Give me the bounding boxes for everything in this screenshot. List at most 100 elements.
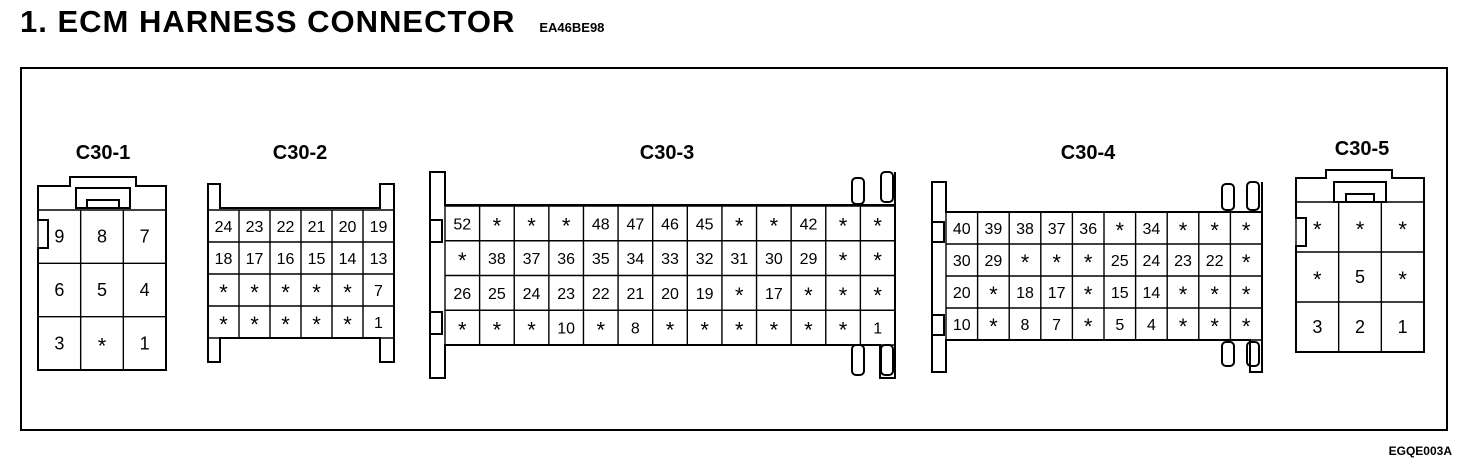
pin-unused: * <box>312 312 321 337</box>
pin-number: 2 <box>1355 317 1365 337</box>
pin-unused: * <box>666 318 675 343</box>
pin-number: 38 <box>488 251 506 268</box>
pin-unused: * <box>219 280 228 305</box>
diagram-frame <box>20 67 1448 431</box>
pin-unused: * <box>1116 218 1125 243</box>
pin-number: 13 <box>370 251 388 268</box>
pin-number: 8 <box>97 227 107 247</box>
pin-number: 39 <box>985 221 1003 238</box>
connector-c30-1: C30-1 9 8 7 6 5 4 3 * 1 <box>37 142 167 371</box>
pin-number: 7 <box>374 283 383 300</box>
pin-unused: * <box>343 312 352 337</box>
pin-unused: * <box>527 318 536 343</box>
pin-number: 5 <box>97 280 107 300</box>
document-code: EA46BE98 <box>539 20 605 35</box>
pin-number: 48 <box>592 216 610 233</box>
pin-number: 30 <box>953 253 971 270</box>
pin-number: 22 <box>277 219 295 236</box>
pin-unused: * <box>1179 282 1188 307</box>
pin-number: 15 <box>308 251 326 268</box>
pin-number: 33 <box>661 251 679 268</box>
pin-unused: * <box>1242 218 1251 243</box>
pin-grid: 9 8 7 6 5 4 3 * 1 <box>37 209 167 371</box>
pin-number: 3 <box>1312 317 1322 337</box>
pin-unused: * <box>804 318 813 343</box>
pin-number: 14 <box>1143 285 1161 302</box>
pin-number: 1 <box>140 333 150 353</box>
pin-number: 5 <box>1115 317 1124 334</box>
pin-number: 52 <box>453 216 471 233</box>
pin-number: 10 <box>953 317 971 334</box>
pin-number: 5 <box>1355 267 1365 287</box>
pin-unused: * <box>1210 218 1219 243</box>
pin-unused: * <box>527 213 536 238</box>
pin-unused: * <box>458 318 467 343</box>
pin-unused: * <box>458 248 467 273</box>
pin-number: 17 <box>765 286 783 303</box>
pin-number: 21 <box>308 219 326 236</box>
pin-number: 40 <box>953 221 971 238</box>
pin-unused: * <box>735 213 744 238</box>
pin-number: 36 <box>1079 221 1097 238</box>
pin-number: 4 <box>140 280 150 300</box>
pin-unused: * <box>343 280 352 305</box>
pin-number: 8 <box>1021 317 1030 334</box>
pin-number: 3 <box>54 333 64 353</box>
connector-label: C30-4 <box>1061 142 1116 164</box>
pin-number: 20 <box>661 286 679 303</box>
pin-number: 18 <box>1016 285 1034 302</box>
pin-number: 38 <box>1016 221 1034 238</box>
pin-number: 4 <box>1147 317 1156 334</box>
pin-number: 29 <box>985 253 1003 270</box>
pin-unused: * <box>989 314 998 339</box>
pin-unused: * <box>281 312 290 337</box>
pin-number: 10 <box>557 321 575 338</box>
connector-label: C30-5 <box>1335 138 1389 160</box>
pin-unused: * <box>1398 267 1407 292</box>
pin-unused: * <box>1210 314 1219 339</box>
pin-number: 21 <box>626 286 644 303</box>
pin-number: 22 <box>1206 253 1224 270</box>
pin-number: 36 <box>557 251 575 268</box>
pin-unused: * <box>839 213 848 238</box>
pin-unused: * <box>98 333 107 358</box>
pin-unused: * <box>804 283 813 308</box>
pin-number: 15 <box>1111 285 1129 302</box>
pin-number: 46 <box>661 216 679 233</box>
pin-unused: * <box>770 318 779 343</box>
pin-number: 7 <box>140 227 150 247</box>
pin-unused: * <box>250 280 259 305</box>
pin-number: 9 <box>54 227 64 247</box>
pin-unused: * <box>839 283 848 308</box>
pin-unused: * <box>250 312 259 337</box>
pin-unused: * <box>873 283 882 308</box>
page-title: 1. ECM HARNESS CONNECTOR EA46BE98 <box>20 4 604 48</box>
pin-number: 6 <box>54 280 64 300</box>
pin-number: 14 <box>339 251 357 268</box>
pin-number: 20 <box>953 285 971 302</box>
pin-unused: * <box>312 280 321 305</box>
pin-unused: * <box>989 282 998 307</box>
pin-unused: * <box>281 280 290 305</box>
pin-number: 18 <box>215 251 233 268</box>
connector-label: C30-1 <box>76 142 130 164</box>
pin-number: 22 <box>592 286 610 303</box>
pin-unused: * <box>1179 314 1188 339</box>
pin-number: 47 <box>626 216 644 233</box>
pin-unused: * <box>873 248 882 273</box>
pin-unused: * <box>219 312 228 337</box>
pin-unused: * <box>1084 314 1093 339</box>
pin-number: 25 <box>1111 253 1129 270</box>
pin-number: 8 <box>631 321 640 338</box>
pin-number: 7 <box>1052 317 1061 334</box>
pin-unused: * <box>700 318 709 343</box>
pin-number: 25 <box>488 286 506 303</box>
pin-unused: * <box>493 318 502 343</box>
pin-number: 31 <box>730 251 748 268</box>
pin-unused: * <box>1052 250 1061 275</box>
pin-unused: * <box>562 213 571 238</box>
